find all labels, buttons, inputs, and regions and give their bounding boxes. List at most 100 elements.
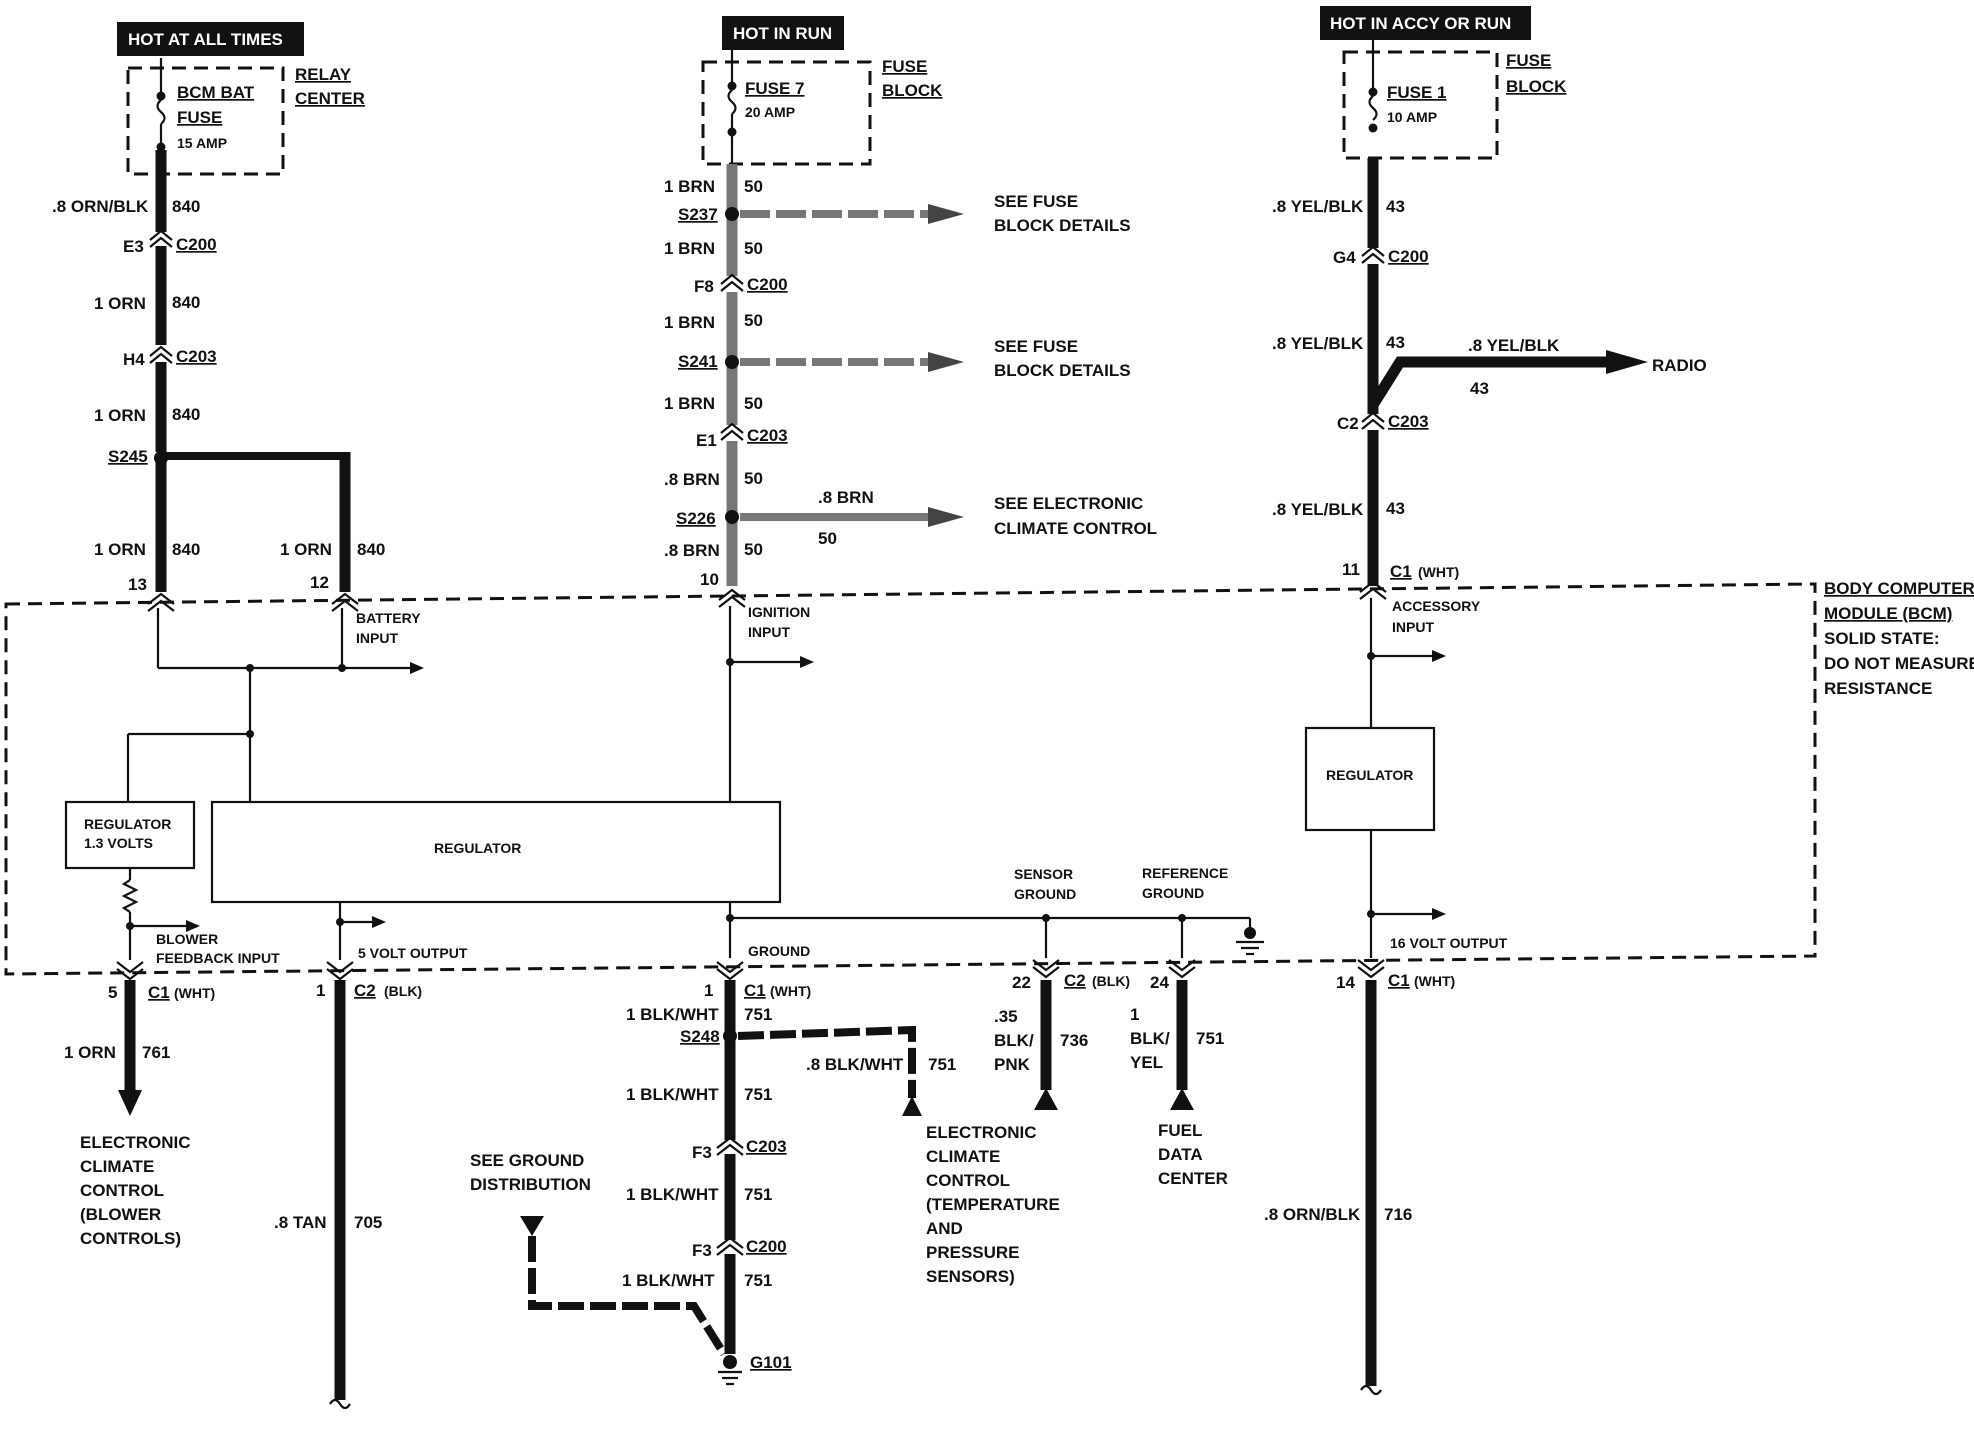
wire-label: .8 BRN [664, 470, 720, 489]
wire-label: .8 YEL/BLK [1272, 500, 1364, 519]
bcm-note: DO NOT MEASURE [1824, 654, 1974, 673]
pin-1: 1 [704, 981, 713, 1000]
header-hot-in-run: HOT IN RUN [722, 16, 844, 50]
circuit-number: 43 [1470, 379, 1489, 398]
connector-color: (WHT) [174, 985, 215, 1001]
fuse-bcm-bat-location2: CENTER [295, 89, 365, 108]
regulator-1-3v-label: 1.3 VOLTS [84, 835, 153, 851]
sensor-ground-label: GROUND [1014, 886, 1076, 902]
connector-c203: C203 [176, 347, 217, 366]
connector-pin: C2 [1337, 414, 1359, 433]
destination-label: DISTRIBUTION [470, 1175, 591, 1194]
splice-s241: S241 [678, 352, 718, 371]
wire-label: 1 ORN [64, 1043, 116, 1062]
pin-13: 13 [128, 575, 147, 594]
wire-label: .8 YEL/BLK [1272, 334, 1364, 353]
wire-label: BLK/ [1130, 1029, 1170, 1048]
pin-12: 12 [310, 573, 329, 592]
ground-label: GROUND [748, 943, 810, 959]
circuit-751-ground: 1 C1 (WHT) 1 BLK/WHT 751 S248 .8 BLK/WHT… [470, 980, 1060, 1386]
circuit-761: 5 C1 (WHT) 1 ORN 761 ELECTRONIC CLIMATE … [64, 980, 215, 1248]
wire-label: .8 BLK/WHT [806, 1055, 904, 1074]
circuit-number: 716 [1384, 1205, 1412, 1224]
connector-pin: E1 [696, 431, 717, 450]
destination-label: BLOCK DETAILS [994, 361, 1131, 380]
fuse-bcm-bat-location: RELAY [295, 65, 352, 84]
fuse-bcm-bat-name: BCM BAT [177, 83, 255, 102]
regulator-right-label: REGULATOR [1326, 767, 1413, 783]
connector-c203: C203 [747, 426, 788, 445]
pin-14: 14 [1336, 973, 1355, 992]
bcm-title: MODULE (BCM) [1824, 604, 1952, 623]
connector-c200: C200 [747, 275, 788, 294]
bcm-title: BODY COMPUTER [1824, 579, 1974, 598]
battery-input-label: INPUT [356, 630, 398, 646]
wire-label: 1 ORN [94, 406, 146, 425]
circuit-736: 22 C2 (BLK) .35 BLK/ PNK 736 [994, 971, 1130, 1110]
circuit-number: 751 [744, 1085, 772, 1104]
destination-label: ELECTRONIC [80, 1133, 191, 1152]
wire-label: 1 BRN [664, 239, 715, 258]
connector-pin: E3 [123, 237, 144, 256]
fuse-bcm-bat-name2: FUSE [177, 108, 222, 127]
reference-ground-label: REFERENCE [1142, 865, 1228, 881]
circuit-716: 14 C1 (WHT) .8 ORN/BLK 716 [1264, 971, 1455, 1396]
circuit-number: 43 [1386, 197, 1405, 216]
sensor-ground-label: SENSOR [1014, 866, 1073, 882]
destination-label: CLIMATE [80, 1157, 154, 1176]
pin-11: 11 [1342, 560, 1360, 579]
connector-pin: F3 [692, 1143, 712, 1162]
wire-label: 1 BLK/WHT [626, 1185, 719, 1204]
wire-label: 1 BLK/WHT [622, 1271, 715, 1290]
ground-g101: G101 [750, 1353, 792, 1372]
fuse-7-name: FUSE 7 [745, 79, 805, 98]
connector-pin: F3 [692, 1241, 712, 1260]
splice-s226: S226 [676, 509, 716, 528]
wire-label: 1 BLK/WHT [626, 1085, 719, 1104]
destination-label: DATA [1158, 1145, 1203, 1164]
destination-label: AND [926, 1219, 963, 1238]
fuse-1-location: FUSE [1506, 51, 1551, 70]
fuse-7-rating: 20 AMP [745, 104, 795, 120]
wire-label: .8 YEL/BLK [1468, 336, 1560, 355]
five-volt-output-label: 5 VOLT OUTPUT [358, 945, 468, 961]
circuit-705: 1 C2 (BLK) .8 TAN 705 [274, 980, 422, 1410]
circuit-number: 50 [744, 394, 763, 413]
regulator-main-box [210, 800, 782, 904]
connector-pin: H4 [123, 350, 145, 369]
circuit-number: 50 [744, 239, 763, 258]
wire-label: 1 [1130, 1005, 1139, 1024]
splice-s248: S248 [680, 1027, 720, 1046]
regulator-main-label: REGULATOR [434, 840, 521, 856]
regulator-right-box [1304, 726, 1436, 832]
destination-label: BLOCK DETAILS [994, 216, 1131, 235]
destination-label: SEE FUSE [994, 337, 1078, 356]
fuse-7-location2: BLOCK [882, 81, 943, 100]
wire-label: .8 TAN [274, 1213, 327, 1232]
circuit-number: 840 [357, 540, 385, 559]
connector-c2: C2 [354, 981, 376, 1000]
pin-5: 5 [108, 983, 117, 1002]
header-hot-in-accy-or-run: HOT IN ACCY OR RUN [1320, 6, 1531, 40]
destination-label: ELECTRONIC [926, 1123, 1037, 1142]
fuse-1-location2: BLOCK [1506, 77, 1567, 96]
header-hot-in-accy-label: HOT IN ACCY OR RUN [1330, 14, 1511, 33]
wire-label: .8 BRN [664, 541, 720, 560]
fuse-7-location: FUSE [882, 57, 927, 76]
circuit-number: 751 [744, 1185, 772, 1204]
battery-input-label: BATTERY [356, 610, 421, 626]
ignition-input-label: IGNITION [748, 604, 810, 620]
wire-label: .8 BRN [818, 488, 874, 507]
fuse-1-rating: 10 AMP [1387, 109, 1437, 125]
destination-label: SEE GROUND [470, 1151, 584, 1170]
wire-label: .8 ORN/BLK [1264, 1205, 1361, 1224]
circuit-number: 751 [744, 1271, 772, 1290]
destination-label: PRESSURE [926, 1243, 1020, 1262]
circuit-number: 43 [1386, 499, 1405, 518]
connector-c200: C200 [176, 235, 217, 254]
destination-label: (TEMPERATURE [926, 1195, 1060, 1214]
fuse-bcm-bat-rating: 15 AMP [177, 135, 227, 151]
wire-label: BLK/ [994, 1031, 1034, 1050]
fuse-1: FUSE 1 10 AMP FUSE BLOCK [1342, 40, 1567, 160]
